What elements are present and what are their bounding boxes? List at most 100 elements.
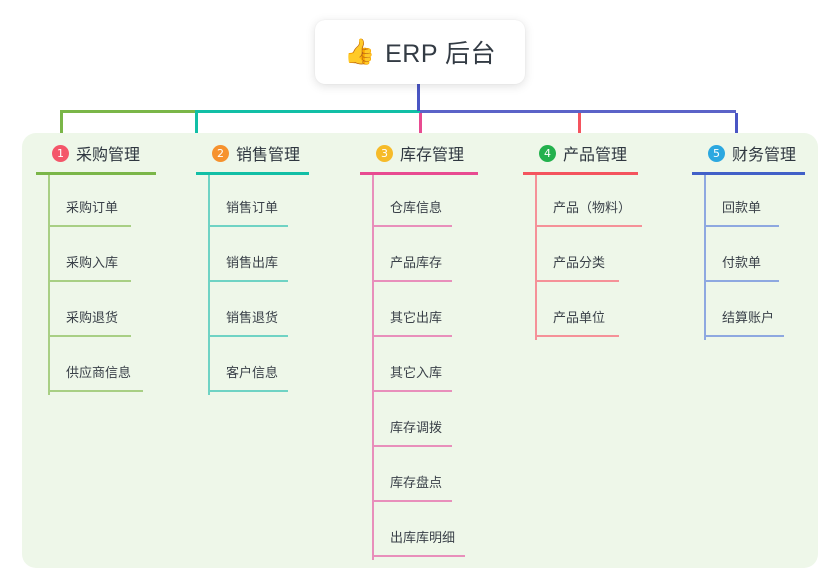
leaf-node[interactable]: 采购入库 [36, 230, 196, 285]
leaf-rule [208, 225, 288, 227]
segment-teal [195, 110, 420, 113]
drop-sales [195, 113, 198, 140]
leaf-rule [704, 225, 779, 227]
leaf-label: 库存调拨 [390, 420, 443, 435]
column-header-inventory[interactable]: 3 库存管理 [360, 140, 520, 166]
leaf-rule [372, 225, 452, 227]
badge-product: 4 [539, 144, 556, 162]
column-title-inventory: 库存管理 [400, 147, 465, 164]
leaf-label: 回款单 [722, 200, 762, 215]
leaf-node[interactable]: 其它出库 [360, 285, 520, 340]
column-rule-inventory [360, 172, 478, 175]
leaf-label: 其它出库 [390, 310, 443, 325]
leaf-rule [704, 335, 784, 337]
column-header-finance[interactable]: 5 财务管理 [692, 140, 839, 166]
leaf-stem-purchase [48, 175, 50, 395]
leaf-label: 结算账户 [722, 310, 775, 325]
leaf-rule [48, 335, 131, 337]
leaf-rule [372, 555, 465, 557]
root-trunk-connector [417, 84, 420, 111]
leaf-label: 出库库明细 [390, 530, 456, 545]
column-rule-purchase [36, 172, 156, 175]
leaf-rule [535, 335, 619, 337]
leaf-stem-product [535, 175, 537, 340]
leaf-node[interactable]: 出库库明细 [360, 505, 520, 560]
leaf-rule [372, 335, 452, 337]
leaf-rule [208, 335, 288, 337]
leaf-node[interactable]: 产品库存 [360, 230, 520, 285]
leaf-label: 采购订单 [66, 200, 119, 215]
badge-finance: 5 [708, 144, 725, 162]
column-header-product[interactable]: 4 产品管理 [523, 140, 683, 166]
leaf-label: 产品（物料） [553, 200, 632, 215]
leaf-stem-sales [208, 175, 210, 395]
leaf-label: 库存盘点 [390, 475, 443, 490]
leaf-node[interactable]: 销售出库 [196, 230, 356, 285]
segment-green [60, 110, 195, 113]
leaf-rule [48, 390, 143, 392]
root-node-title: ERP 后台 [385, 40, 497, 68]
badge-inventory: 3 [376, 144, 393, 162]
column-title-purchase: 采购管理 [76, 147, 141, 164]
column-title-finance: 财务管理 [732, 147, 797, 164]
leaf-rule [208, 390, 288, 392]
leaf-node[interactable]: 回款单 [692, 175, 839, 230]
leaf-node[interactable]: 供应商信息 [36, 340, 196, 395]
leaf-rule [208, 280, 288, 282]
drop-finance [735, 113, 738, 140]
leaf-node[interactable]: 产品单位 [523, 285, 683, 340]
leaf-label: 销售出库 [226, 255, 279, 270]
leaf-node[interactable]: 产品分类 [523, 230, 683, 285]
leaf-node[interactable]: 客户信息 [196, 340, 356, 395]
leaf-node[interactable]: 库存盘点 [360, 450, 520, 505]
leaf-label: 销售订单 [226, 200, 279, 215]
leaf-label: 仓库信息 [390, 200, 443, 215]
column-title-product: 产品管理 [563, 147, 628, 164]
leaf-rule [372, 280, 452, 282]
leaf-node[interactable]: 产品（物料） [523, 175, 683, 230]
leaf-node[interactable]: 其它入库 [360, 340, 520, 395]
leaf-node[interactable]: 销售订单 [196, 175, 356, 230]
leaf-list-purchase: 采购订单采购入库采购退货供应商信息 [36, 175, 196, 395]
leaf-rule [48, 280, 131, 282]
leaf-node[interactable]: 采购退货 [36, 285, 196, 340]
leaf-label: 产品分类 [553, 255, 606, 270]
thumbs-up-icon: 👍 [343, 37, 376, 66]
leaf-label: 客户信息 [226, 365, 279, 380]
column-inventory: 3 库存管理仓库信息产品库存其它出库其它入库库存调拨库存盘点出库库明细 [360, 140, 520, 560]
leaf-label: 产品单位 [553, 310, 606, 325]
leaf-stem-inventory [372, 175, 374, 560]
leaf-rule [535, 225, 642, 227]
leaf-list-inventory: 仓库信息产品库存其它出库其它入库库存调拨库存盘点出库库明细 [360, 175, 520, 560]
leaf-rule [372, 500, 452, 502]
root-node[interactable]: 👍 ERP 后台 [315, 20, 525, 84]
leaf-list-sales: 销售订单销售出库销售退货客户信息 [196, 175, 356, 395]
leaf-node[interactable]: 仓库信息 [360, 175, 520, 230]
drop-purchase [60, 113, 63, 140]
drop-inventory [419, 113, 422, 140]
segment-blue [420, 110, 736, 113]
leaf-list-finance: 回款单付款单结算账户 [692, 175, 839, 340]
leaf-node[interactable]: 销售退货 [196, 285, 356, 340]
leaf-rule [48, 225, 131, 227]
leaf-label: 供应商信息 [66, 365, 132, 380]
diagram-panel [22, 133, 818, 568]
drop-product [578, 113, 581, 140]
leaf-rule [704, 280, 779, 282]
leaf-node[interactable]: 付款单 [692, 230, 839, 285]
leaf-node[interactable]: 库存调拨 [360, 395, 520, 450]
leaf-rule [372, 390, 452, 392]
leaf-label: 产品库存 [390, 255, 443, 270]
column-rule-finance [692, 172, 805, 175]
leaf-list-product: 产品（物料） 产品分类产品单位 [523, 175, 683, 340]
leaf-stem-finance [704, 175, 706, 340]
leaf-label: 其它入库 [390, 365, 443, 380]
leaf-rule [535, 280, 619, 282]
leaf-node[interactable]: 结算账户 [692, 285, 839, 340]
leaf-node[interactable]: 采购订单 [36, 175, 196, 230]
leaf-rule [372, 445, 452, 447]
